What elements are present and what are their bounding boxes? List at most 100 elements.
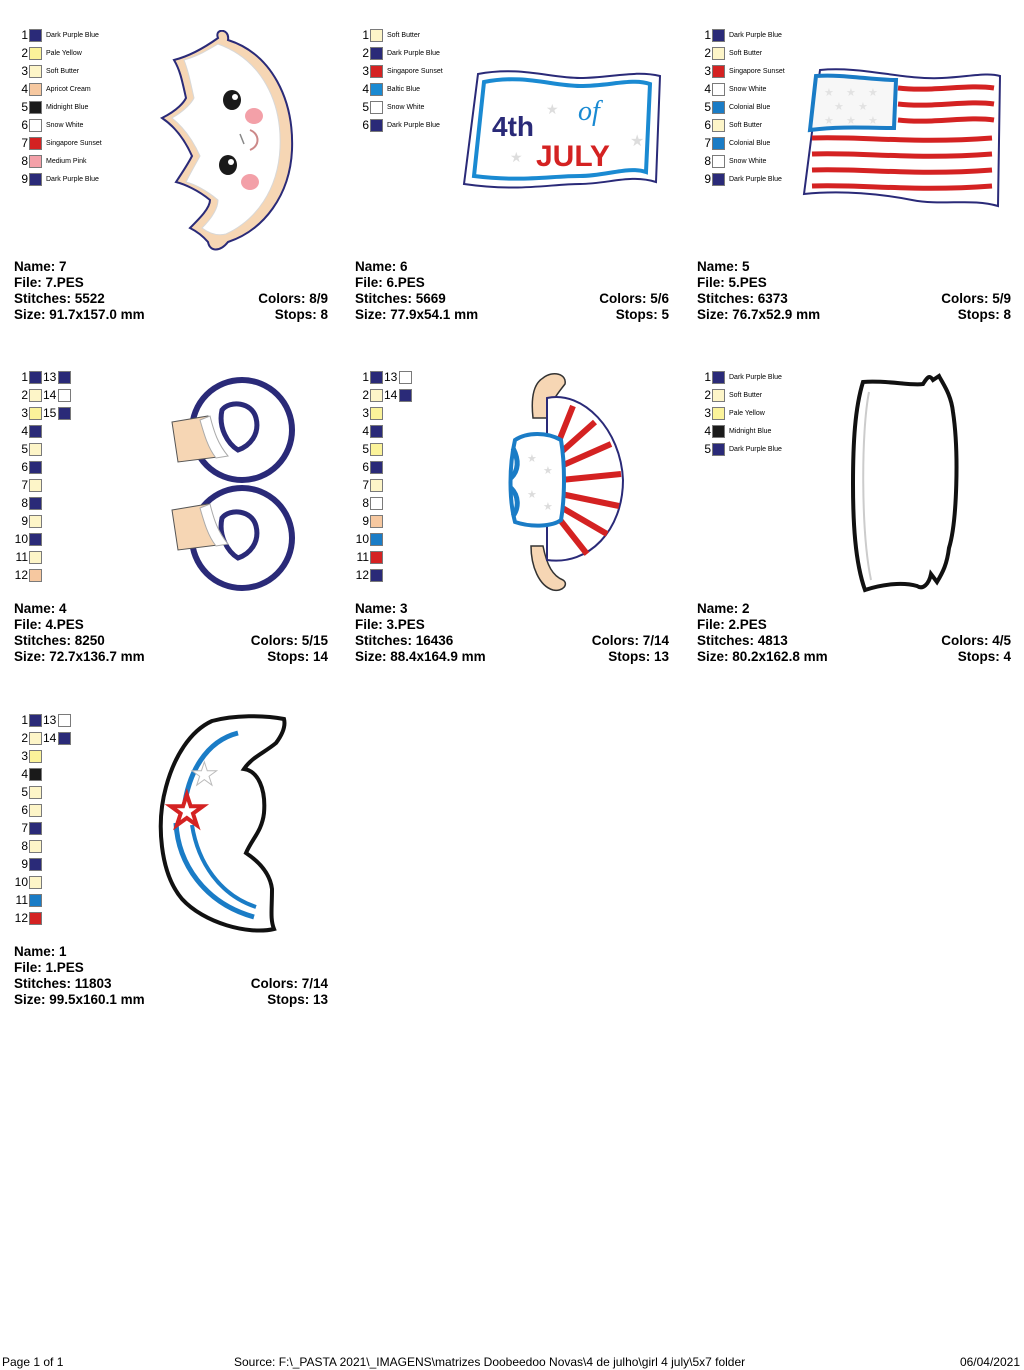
color-swatch [370, 64, 383, 78]
design-stops: Stops: 8 [274, 307, 328, 322]
design-colors: Colors: 4/5 [941, 633, 1011, 648]
design-stops: Stops: 13 [608, 649, 669, 664]
color-swatch [370, 424, 383, 438]
color-swatch [370, 46, 383, 60]
svg-text:★: ★ [846, 86, 856, 99]
color-swatch [29, 550, 42, 564]
swatch-number: 14 [384, 388, 398, 402]
color-swatch-row: 6 [14, 458, 42, 476]
color-swatch [370, 514, 383, 528]
design-stitches: Stitches: 4813 [697, 633, 788, 648]
color-swatch [29, 442, 42, 456]
color-swatch [29, 731, 42, 745]
design-file: File: 4.PES [14, 617, 84, 632]
color-swatch [29, 803, 42, 817]
swatch-number: 10 [14, 875, 28, 889]
swatch-number: 4 [21, 767, 28, 781]
swatch-number: 13 [43, 713, 57, 727]
swatch-number: 3 [21, 64, 28, 78]
swatch-number: 6 [362, 460, 369, 474]
color-swatch [29, 46, 42, 60]
swatch-color-name: Snow White [387, 103, 425, 111]
design-colors: Colors: 7/14 [591, 633, 669, 648]
swatch-number: 11 [15, 893, 28, 907]
swatch-number: 1 [704, 28, 711, 42]
swatch-color-name: Dark Purple Blue [729, 373, 782, 381]
swatch-color-name: Apricot Cream [46, 85, 91, 93]
design-colors: Colors: 5/6 [599, 291, 669, 306]
color-swatch-row: 5 [355, 440, 383, 458]
color-swatch-row: 12 [14, 909, 42, 927]
color-swatch [29, 496, 42, 510]
design-file: File: 7.PES [14, 275, 84, 290]
design-colors: Colors: 5/9 [941, 291, 1011, 306]
color-swatch-row: 4 Snow White [697, 80, 766, 98]
design-colors: Colors: 5/15 [250, 633, 328, 648]
color-swatch-row: 7 [355, 476, 383, 494]
color-swatch [29, 64, 42, 78]
swatch-number: 7 [21, 478, 28, 492]
color-swatch-row: 4 [355, 422, 383, 440]
swatch-number: 3 [21, 749, 28, 763]
swatch-number: 6 [21, 460, 28, 474]
swatch-color-name: Snow White [46, 121, 84, 129]
color-swatch [712, 100, 725, 114]
design-stitches: Stitches: 16436 [355, 633, 454, 648]
color-swatch [370, 442, 383, 456]
color-swatch [29, 875, 42, 889]
color-swatch [29, 767, 42, 781]
design-size: Size: 72.7x136.7 mm [14, 649, 145, 664]
svg-text:★: ★ [868, 86, 878, 99]
design-size: Size: 99.5x160.1 mm [14, 992, 145, 1007]
swatch-number: 2 [21, 731, 28, 745]
shoes-design-art [171, 377, 295, 591]
swatch-number: 12 [14, 568, 28, 582]
swatch-number: 5 [362, 442, 369, 456]
color-swatch-row: 9 [14, 512, 42, 530]
design-file: File: 2.PES [697, 617, 767, 632]
color-swatch [712, 46, 725, 60]
swatch-color-name: Dark Purple Blue [387, 49, 440, 57]
swatch-number: 6 [21, 803, 28, 817]
swatch-color-name: Midnight Blue [729, 427, 772, 435]
design-stops: Stops: 14 [267, 649, 328, 664]
color-swatch [712, 136, 725, 150]
swatch-color-name: Snow White [729, 85, 767, 93]
color-swatch [29, 154, 42, 168]
color-swatch [29, 514, 42, 528]
swatch-number: 15 [43, 406, 57, 420]
swatch-color-name: Soft Butter [729, 391, 763, 399]
swatch-number: 8 [21, 154, 28, 168]
color-swatch [29, 82, 42, 96]
color-swatch [58, 370, 71, 384]
color-swatch-row: 7 [14, 476, 42, 494]
design-colors: Colors: 8/9 [258, 291, 328, 306]
svg-text:★: ★ [527, 452, 537, 465]
color-swatch [712, 406, 725, 420]
swatch-color-name: Soft Butter [729, 49, 763, 57]
color-swatch [29, 28, 42, 42]
swatch-number: 9 [362, 514, 369, 528]
swatch-number: 4 [704, 82, 711, 96]
svg-text:★: ★ [834, 100, 844, 113]
color-swatch-row: 6 [355, 458, 383, 476]
swatch-number: 11 [356, 550, 369, 564]
swatch-color-name: Dark Purple Blue [387, 121, 440, 129]
